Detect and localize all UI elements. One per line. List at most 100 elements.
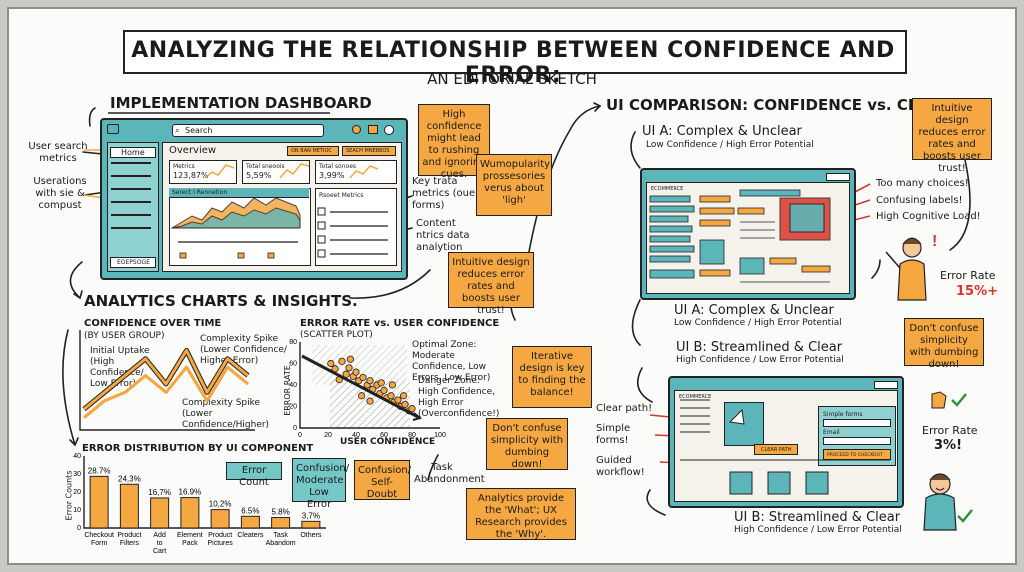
- bar-category-label: Add: [153, 532, 166, 539]
- bar: [180, 497, 200, 529]
- scatter-x-tick: 0: [298, 432, 302, 439]
- user-icon[interactable]: [384, 125, 394, 135]
- scatter-point: [387, 392, 395, 400]
- scatter-point: [377, 379, 385, 387]
- dashboard-search-bar[interactable]: ⌕ Search: [172, 124, 324, 137]
- sidebar-item[interactable]: [111, 214, 151, 216]
- left-note-userations: Userations with sie & compust: [33, 176, 87, 211]
- ui-b-note-clear-path: Clear path!: [596, 403, 653, 414]
- bar: [301, 520, 321, 529]
- scatter-subtitle: (SCATTER PLOT): [300, 330, 373, 340]
- scatter-x-tick: 60: [380, 432, 388, 439]
- chat-icon[interactable]: [368, 125, 378, 134]
- ui-a-brand: ECOMMERCE: [651, 186, 684, 192]
- sticky-intuitive-design-right: Intuitive design reduces error rates and…: [912, 98, 992, 174]
- scatter-y-tick: 80: [289, 339, 297, 346]
- metric-2-value: 5,59%: [246, 171, 272, 180]
- metric-card-2: Total sneoois 5,59%: [242, 160, 310, 184]
- metric-1-value: 123,87%: [173, 171, 209, 180]
- search-label: Search: [185, 126, 213, 135]
- scatter-xlabel: USER CONFIDENCE: [340, 437, 436, 447]
- sidebar-footer-button[interactable]: EOEPSOGE: [110, 257, 156, 268]
- line-chart-subtitle: (BY USER GROUP): [84, 331, 165, 341]
- search-icon: ⌕: [175, 126, 180, 135]
- metric-card-1: Metrics 123,87%: [169, 160, 237, 184]
- sidebar-item[interactable]: [111, 227, 151, 229]
- scatter-point: [345, 364, 353, 372]
- scatter-point: [342, 370, 350, 378]
- sticky-analytics-what-why: Analytics provide the 'What'; UX Researc…: [466, 488, 576, 540]
- filter-button-1[interactable]: ON BAN METIOC: [287, 146, 339, 156]
- ui-b-error-label: Error Rate: [922, 424, 978, 437]
- bar: [119, 483, 139, 529]
- dashboard-heading: IMPLEMENTATION DASHBOARD: [110, 94, 372, 112]
- sidebar-item[interactable]: [111, 188, 151, 190]
- line-series-2: [83, 365, 249, 419]
- filter-button-2[interactable]: SEACH MNEBBOS: [342, 146, 396, 156]
- page-subtitle: AN EDITORIAL SKETCH: [427, 70, 597, 88]
- note-danger-zone: Danger Zone: High Confidence, High Error…: [418, 376, 500, 419]
- scatter-point: [401, 400, 409, 408]
- scatter-point: [359, 373, 367, 382]
- bar-value-label: 16,7%: [148, 488, 171, 497]
- ui-a-issue-cognitive: High Cognitive Load!: [876, 211, 981, 222]
- sidebar-item[interactable]: [111, 162, 151, 164]
- scatter-point: [366, 377, 374, 385]
- bar-category-label: Others: [300, 532, 322, 539]
- sidebar-item[interactable]: [111, 175, 151, 177]
- sticky-dont-confuse-center: Don't confuse simplicity with dumbing do…: [486, 418, 568, 470]
- error-count-tag: Error Count: [226, 462, 282, 488]
- sidebar-footer-label: EOEPSOGE: [117, 259, 150, 266]
- ui-b-brand: ECOMMERCE: [679, 394, 712, 400]
- ui-b-form-input-2[interactable]: [823, 437, 891, 445]
- scatter-x-tick: 40: [352, 432, 360, 439]
- scatter-trend-line: [301, 354, 421, 420]
- ui-b-note-guided: Guided workflow!: [596, 455, 645, 478]
- dashboard-chart-header-label: Serect I Rennetion: [172, 189, 228, 196]
- ui-b-checkout-label: PROCEED TO CHECKOUT: [827, 453, 883, 458]
- sidebar-item-home[interactable]: Home: [110, 147, 156, 158]
- scatter-point: [394, 396, 402, 404]
- dashboard-side-panel: Rsoeet Metrics: [315, 188, 397, 266]
- ui-a-title-2: UI A: Complex & Unclear: [674, 303, 834, 318]
- scatter-point: [388, 381, 396, 389]
- scatter-point: [399, 392, 408, 400]
- svg-text:!: !: [932, 233, 937, 250]
- ui-b-form-field-label: Email: [823, 429, 840, 436]
- ui-b-title: UI B: Streamlined & Clear: [676, 340, 843, 355]
- metric-3-label: Total sonoes: [319, 163, 357, 170]
- bar-category-label: Product: [208, 532, 232, 539]
- scatter-point: [366, 397, 374, 405]
- ui-a-error-value: 15%+: [956, 284, 999, 299]
- scatter-x-tick: 80: [408, 432, 416, 439]
- window-menu-icon[interactable]: [107, 124, 119, 134]
- bar-category-label: Product: [117, 532, 141, 539]
- bar-category-label: Pictures: [207, 540, 233, 547]
- sidebar-item[interactable]: [111, 201, 151, 203]
- ui-b-form-input-1[interactable]: [823, 419, 891, 427]
- bell-icon[interactable]: [352, 125, 361, 134]
- scatter-x-tick: 100: [434, 432, 446, 439]
- sticky-intuitive-design-center: Intuitive design reduces error rates and…: [448, 252, 534, 316]
- bar-value-label: 3,7%: [302, 511, 320, 520]
- right-note-content-metrics: Content ntrics data analytion: [416, 218, 470, 253]
- filter-button-1-label: ON BAN METIOC: [291, 148, 332, 154]
- ui-b-product-boat-icon: [728, 408, 745, 425]
- scatter-y-tick: 40: [289, 382, 297, 389]
- ui-a-title: UI A: Complex & Unclear: [642, 124, 802, 139]
- sticky-wumopularity: Wumopularity prossesories verus about 'l…: [476, 154, 552, 216]
- ui-b-subtitle-2: High Confidence / Low Error Potential: [734, 525, 902, 535]
- bar-value-label: 28.7%: [88, 466, 111, 475]
- ui-b-clear-path-label: CLEAR PATH: [761, 447, 792, 453]
- bar-value-label: 5.8%: [272, 508, 290, 517]
- ui-b-clear-path-button[interactable]: CLEAR PATH: [754, 444, 798, 455]
- bar-value-label: 16.9%: [179, 488, 202, 497]
- ui-a-issue-choices: Too many choices!: [876, 178, 969, 189]
